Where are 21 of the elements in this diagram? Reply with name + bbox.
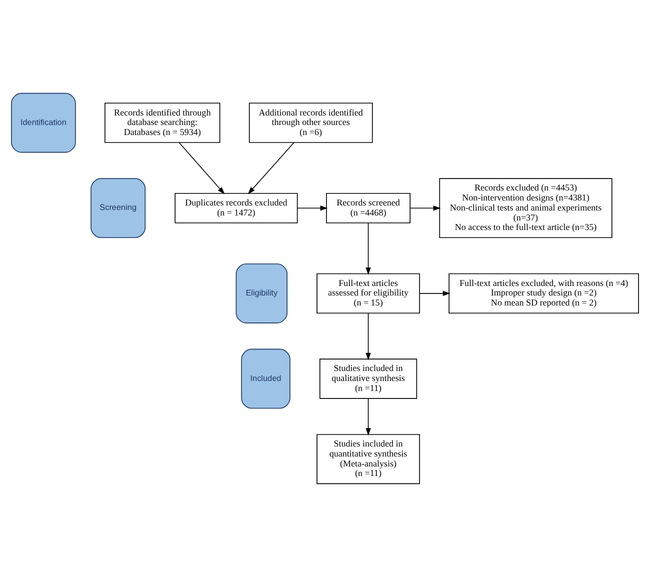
node-box: Records identified through database searching: Databases (n = 5934): [104, 102, 220, 143]
node-box: Duplicates records excluded (n = 1472): [174, 192, 298, 224]
node-box: Studies included in qualitative synthesis (n =11): [319, 358, 418, 399]
arrow: [366, 398, 371, 436]
node-box: Full-text articles excluded, with reasons (n =4) Improper study design (n =2) No mean SD reported (n = 2): [448, 273, 639, 314]
arrow: [419, 290, 450, 296]
arrow: [296, 206, 328, 211]
node-box: Records excluded (n =4453) Non-intervention designs (n=4381) Non-clinical tests and animal experiments (n=37) No access to the full-text article (n=35): [439, 178, 612, 238]
node-box: Studies included in quantitative synthesis (Meta-analysis) (n =11): [316, 434, 420, 484]
node-box: Included: [241, 348, 290, 409]
arrow: [178, 142, 225, 194]
arrow: [366, 222, 371, 275]
node-box: Additional records identified through other sources (n =6): [248, 102, 373, 143]
arrow: [248, 142, 294, 194]
node-box: Records screened (n =4468): [326, 192, 411, 224]
node-box: Eligibility: [236, 263, 288, 324]
node-box: Full-text articles assessed for eligibility (n = 15): [316, 273, 420, 314]
node-box: Screening: [90, 178, 146, 238]
arrow: [366, 312, 371, 360]
arrow: [410, 206, 441, 211]
node-box: Identification: [11, 92, 76, 153]
